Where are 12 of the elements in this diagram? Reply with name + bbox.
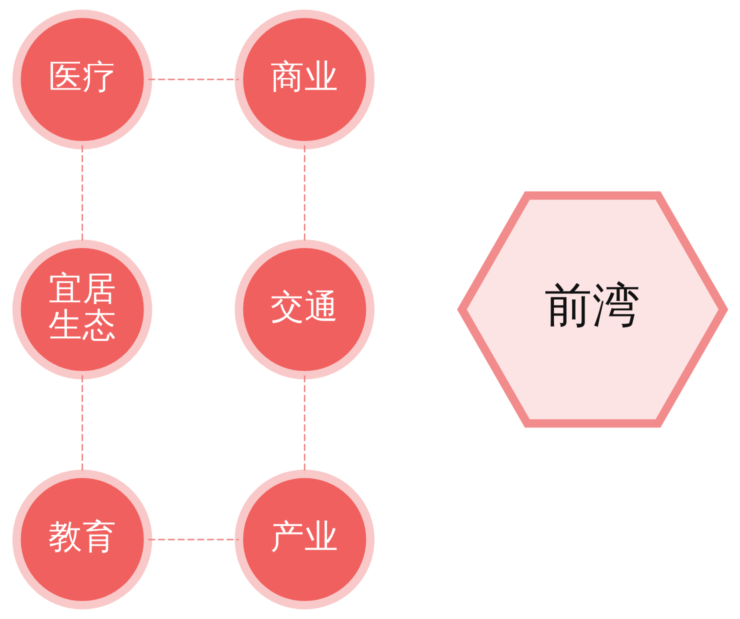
node-circle: 医疗 — [12, 10, 152, 150]
node-circle: 商业 — [234, 10, 375, 150]
connector — [82, 145, 83, 244]
node-circle: 教育 — [12, 470, 152, 610]
connector — [82, 375, 83, 474]
connector — [148, 538, 239, 540]
node-circle: 交通 — [234, 240, 375, 380]
connector — [148, 78, 239, 80]
node-circle: 宜居生态 — [12, 240, 152, 380]
connector — [304, 375, 306, 474]
node-circle: 产业 — [234, 470, 375, 610]
connector — [304, 145, 306, 244]
